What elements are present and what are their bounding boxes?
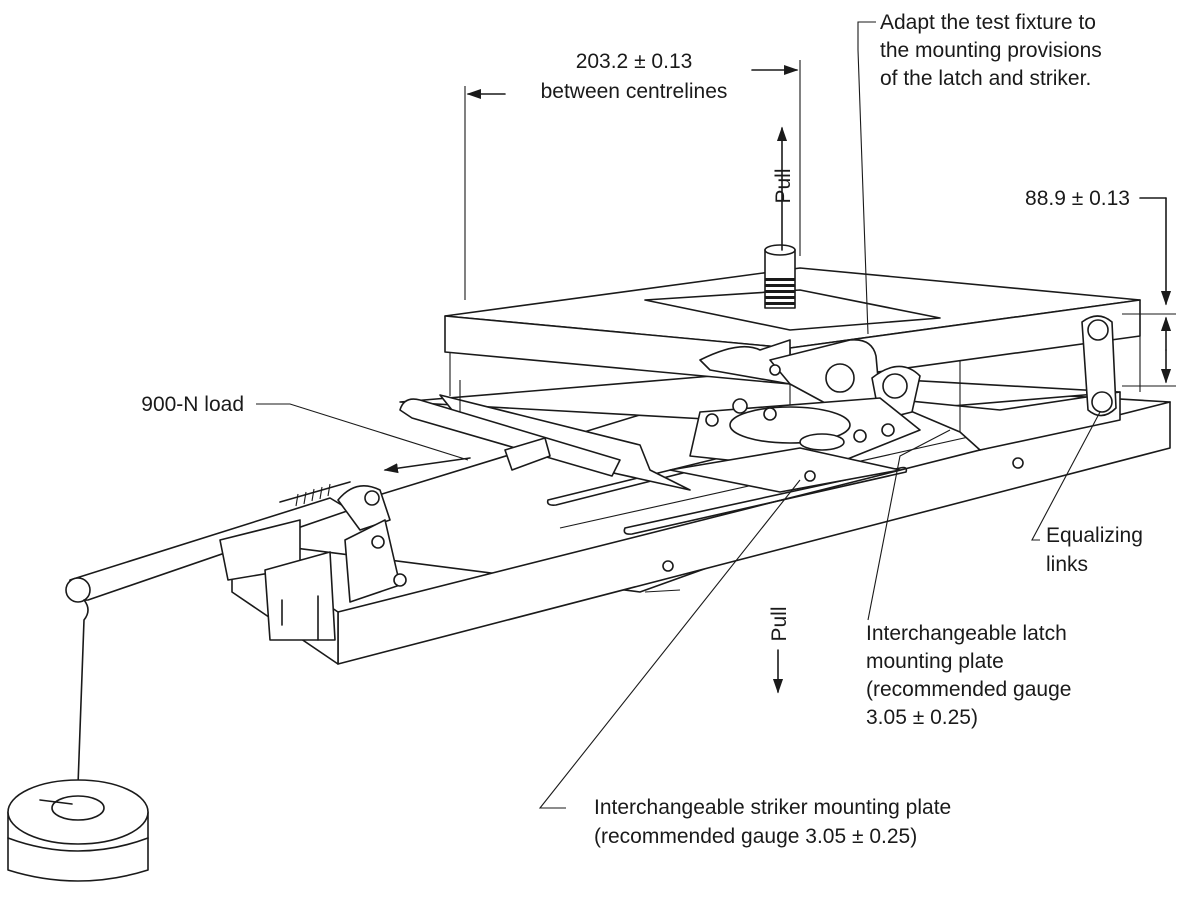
latch-plate-line1: Interchangeable latch (866, 622, 1067, 645)
adapt-note-line2: the mounting provisions (880, 39, 1102, 62)
latch-plate-line4: 3.05 ± 0.25) (866, 706, 978, 729)
striker-plate-line2: (recommended gauge 3.05 ± 0.25) (594, 825, 917, 848)
pull-label-bottom: Pull (768, 606, 791, 641)
latch-mechanism (669, 339, 921, 493)
lever-arm (65, 481, 407, 641)
equalizing-links (1081, 315, 1117, 417)
dim-centrelines-value: 203.2 ± 0.13 (576, 50, 693, 73)
leader-lines (256, 21, 1101, 809)
equalizing-links-line1: Equalizing (1046, 524, 1143, 547)
guide-rod (399, 398, 621, 477)
dim-centrelines-text: between centrelines (541, 80, 728, 103)
load-weight (7, 599, 149, 882)
latch-plate-line3: (recommended gauge (866, 678, 1071, 701)
equalizing-links-line2: links (1046, 553, 1088, 576)
dim-height-label: 88.9 ± 0.13 (1025, 187, 1130, 210)
base-screw-icon (662, 560, 674, 572)
load-label: 900-N load (141, 393, 244, 416)
base-screw-icon (1012, 457, 1024, 469)
adapt-note-line1: Adapt the test fixture to (880, 11, 1096, 34)
latch-plate-line2: mounting plate (866, 650, 1004, 673)
lower-frame (399, 360, 1121, 491)
pull-label-top: Pull (772, 168, 795, 203)
striker-plate-line1: Interchangeable striker mounting plate (594, 796, 951, 819)
dimension-lines (464, 60, 1176, 694)
adapt-note-line3: of the latch and striker. (880, 67, 1091, 90)
pull-rod-top (764, 244, 796, 309)
